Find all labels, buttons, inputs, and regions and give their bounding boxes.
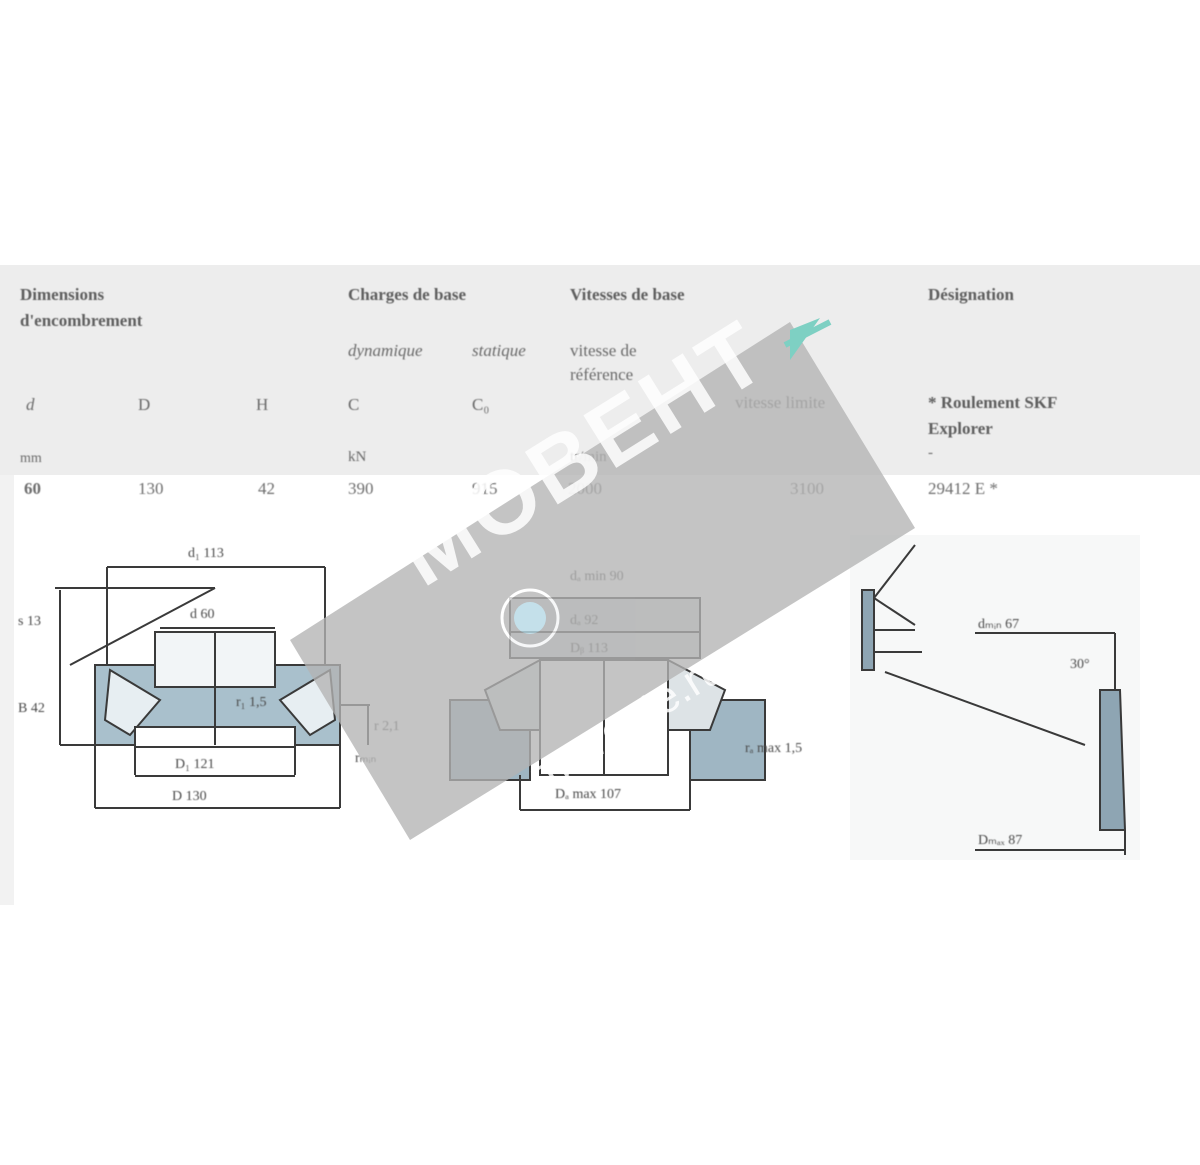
page-edge (0, 475, 14, 905)
drawing-detail (861, 544, 1127, 855)
header-dimensions-line1: Dimensions (20, 285, 105, 304)
subheader-reference-speed-line1: vitesse de (570, 341, 637, 360)
symbol-H: H (256, 395, 269, 414)
header-dimensions-line2: d'encombrement (20, 311, 143, 330)
subheader-static: statique (472, 341, 526, 360)
watermark (290, 318, 915, 840)
cell-D: 130 (138, 479, 164, 498)
cell-d: 60 (24, 479, 41, 498)
dim-B: B 42 (18, 701, 45, 716)
table-header-band (0, 265, 1200, 475)
designation-note-line1: * Roulement SKF (928, 393, 1058, 412)
subheader-dynamic: dynamique (348, 341, 423, 360)
cell-designation: 29412 E * (928, 479, 998, 498)
dim-D: D 130 (172, 789, 207, 804)
subheader-reference-speed-line2: référence (570, 365, 634, 384)
detail-panel (850, 535, 1140, 860)
dim-d-min: dₘᵢₙ 67 (978, 617, 1019, 632)
dim-angle: 30° (1070, 657, 1090, 672)
dim-D1: D₁ 121 (175, 757, 215, 772)
dim-D-max: Dₘₐₓ 87 (978, 833, 1022, 848)
cell-C: 390 (348, 479, 374, 498)
symbol-d: d (26, 395, 35, 414)
header-designation: Désignation (928, 285, 1014, 304)
unit-kn: kN (348, 449, 367, 465)
header-speeds: Vitesses de base (570, 285, 685, 304)
dim-r1: r₁ 1,5 (236, 695, 267, 710)
unit-designation: - (928, 445, 933, 461)
cell-C0: 915 (472, 479, 498, 498)
cell-H: 42 (258, 479, 275, 498)
designation-note-line2: Explorer (928, 419, 993, 438)
symbol-C0: C₀ (472, 395, 490, 414)
dim-d1: d₁ 113 (188, 546, 224, 561)
header-load-ratings: Charges de base (348, 285, 467, 304)
dim-s: s 13 (18, 614, 41, 629)
symbol-D: D (138, 395, 151, 414)
drawing-bearing-section (55, 566, 370, 809)
dim-Da-max: Dₐ max 107 (555, 787, 621, 802)
unit-mm: mm (20, 451, 42, 466)
symbol-C: C (348, 395, 360, 414)
dim-ra-max: rₐ max 1,5 (745, 741, 802, 756)
dim-d: d 60 (190, 607, 215, 622)
bearing-datasheet: Dimensions d'encombrement Charges de bas… (0, 265, 1200, 905)
